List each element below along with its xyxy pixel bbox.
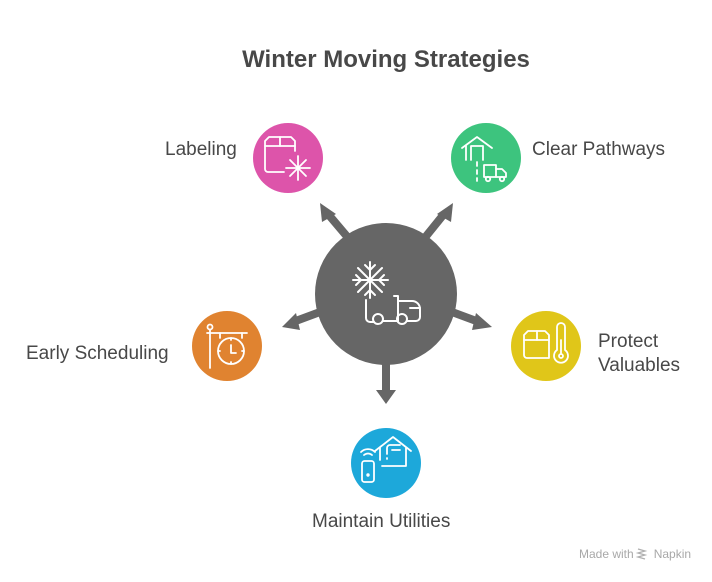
- label-protect-line2: Valuables: [598, 355, 681, 376]
- napkin-logo-icon: [635, 548, 648, 560]
- box-snowflake-icon: [264, 136, 311, 181]
- arrow-to-labeling: [320, 203, 354, 243]
- center-hub: [315, 223, 457, 365]
- arrow-to-clear-pathways: [419, 203, 453, 243]
- garage-truck-icon: [461, 136, 507, 183]
- label-maintain-utilities: Maintain Utilities: [312, 511, 451, 532]
- node-clear-pathways: [451, 123, 521, 193]
- label-early-scheduling: Early Scheduling: [26, 343, 169, 364]
- arrow-to-early-scheduling: [282, 308, 322, 330]
- label-protect-line1: Protect: [598, 331, 659, 352]
- node-labeling: [253, 123, 323, 193]
- box-thermometer-icon: [523, 322, 569, 364]
- node-maintain-utilities: [351, 428, 421, 498]
- arrow-to-protect-valuables: [450, 308, 492, 330]
- node-early-scheduling: [192, 311, 262, 381]
- label-labeling: Labeling: [165, 139, 237, 160]
- smart-home-faucet-icon: [360, 436, 412, 483]
- footer-attribution[interactable]: Made with Napkin: [579, 547, 691, 561]
- snowflake-truck-icon: [352, 261, 421, 325]
- hanging-clock-icon: [206, 323, 248, 369]
- node-protect-valuables: [511, 311, 581, 381]
- arrow-to-maintain-utilities: [376, 360, 396, 404]
- diagram-title: Winter Moving Strategies: [242, 46, 530, 73]
- napkin-brand-text: Napkin: [653, 547, 692, 561]
- label-clear-pathways: Clear Pathways: [532, 139, 666, 160]
- made-with-text: Made with: [579, 547, 634, 561]
- label-protect-valuables: Protect Valuables: [598, 330, 680, 378]
